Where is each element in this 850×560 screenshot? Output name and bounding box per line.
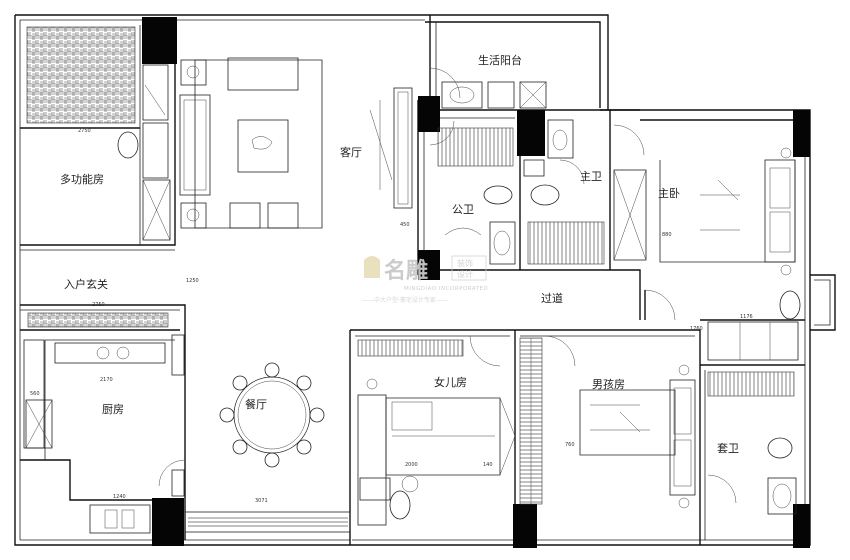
dim-kid: 2000 [405, 462, 418, 468]
daughter-room-furniture [357, 339, 516, 526]
watermark-box-top: 装饰 [457, 258, 473, 268]
master-bedroom-furniture [613, 147, 801, 320]
multi-function-room [26, 26, 171, 241]
structural-columns [142, 17, 810, 548]
outer-walls [14, 14, 836, 546]
label-son-room: 男孩房 [592, 378, 625, 391]
kitchen-fixtures [23, 312, 185, 534]
dim-son: 760 [565, 442, 575, 448]
watermark-tagline: ——中大户型·豪宅设计专家—— [362, 296, 448, 304]
label-daughter-room: 女儿房 [434, 375, 467, 389]
label-master-bath: 主卫 [580, 170, 602, 183]
watermark-box-bottom: 设计 [457, 269, 473, 279]
dimension-labels: 2170 2750 1240 3071 2750 450 880 2000 17… [30, 128, 753, 504]
guest-bath-fixtures [707, 371, 797, 515]
dim-entry: 2750 [92, 302, 105, 308]
dim-master-bed: 880 [662, 232, 672, 238]
label-multi-function-room: 多功能房 [60, 172, 104, 186]
dim-mf: 2750 [78, 128, 91, 134]
dining-table [184, 362, 351, 533]
label-corridor: 过道 [541, 291, 563, 305]
label-master-bedroom: 主卧 [658, 187, 680, 200]
watermark-brand-en: MINGDIAO INCORPORATED [404, 286, 488, 292]
label-dining: 餐厅 [245, 397, 267, 411]
label-living-room: 客厅 [340, 145, 362, 159]
label-kitchen: 厨房 [102, 403, 124, 416]
dim-kitchen-v: 560 [30, 391, 40, 397]
watermark-brand-cn: 名雕 [384, 258, 428, 284]
brand-logo-mark [364, 256, 380, 278]
dim-guest: 1176 [740, 314, 753, 320]
son-room-furniture [519, 321, 799, 509]
interior-walls [20, 20, 805, 545]
dim-corr1: 1240 [113, 494, 126, 500]
dim-corr2: 3071 [255, 498, 268, 504]
dim-kitchen-width: 2170 [100, 377, 113, 383]
door-swings [158, 67, 737, 504]
label-entrance: 入户玄关 [64, 277, 108, 291]
dim-hall: 1250 [186, 278, 199, 284]
dim-public-bath: 450 [400, 222, 410, 228]
brand-watermark: 名雕 装饰 设计 MINGDIAO INCORPORATED ——中大户型·豪宅… [362, 255, 488, 304]
label-public-bath: 公卫 [452, 203, 474, 216]
label-living-balcony: 生活阳台 [478, 53, 522, 67]
dim-dining: 140 [483, 462, 493, 468]
bath-area-fixtures [437, 81, 605, 265]
label-guest-bath: 套卫 [717, 442, 739, 455]
dim-kid2: 1760 [690, 326, 703, 332]
room-labels: 生活阳台 客厅 多功能房 公卫 主卫 主卧 入户玄关 过道 厨房 餐厅 女儿房 … [60, 53, 739, 455]
living-room-furniture [179, 57, 413, 229]
